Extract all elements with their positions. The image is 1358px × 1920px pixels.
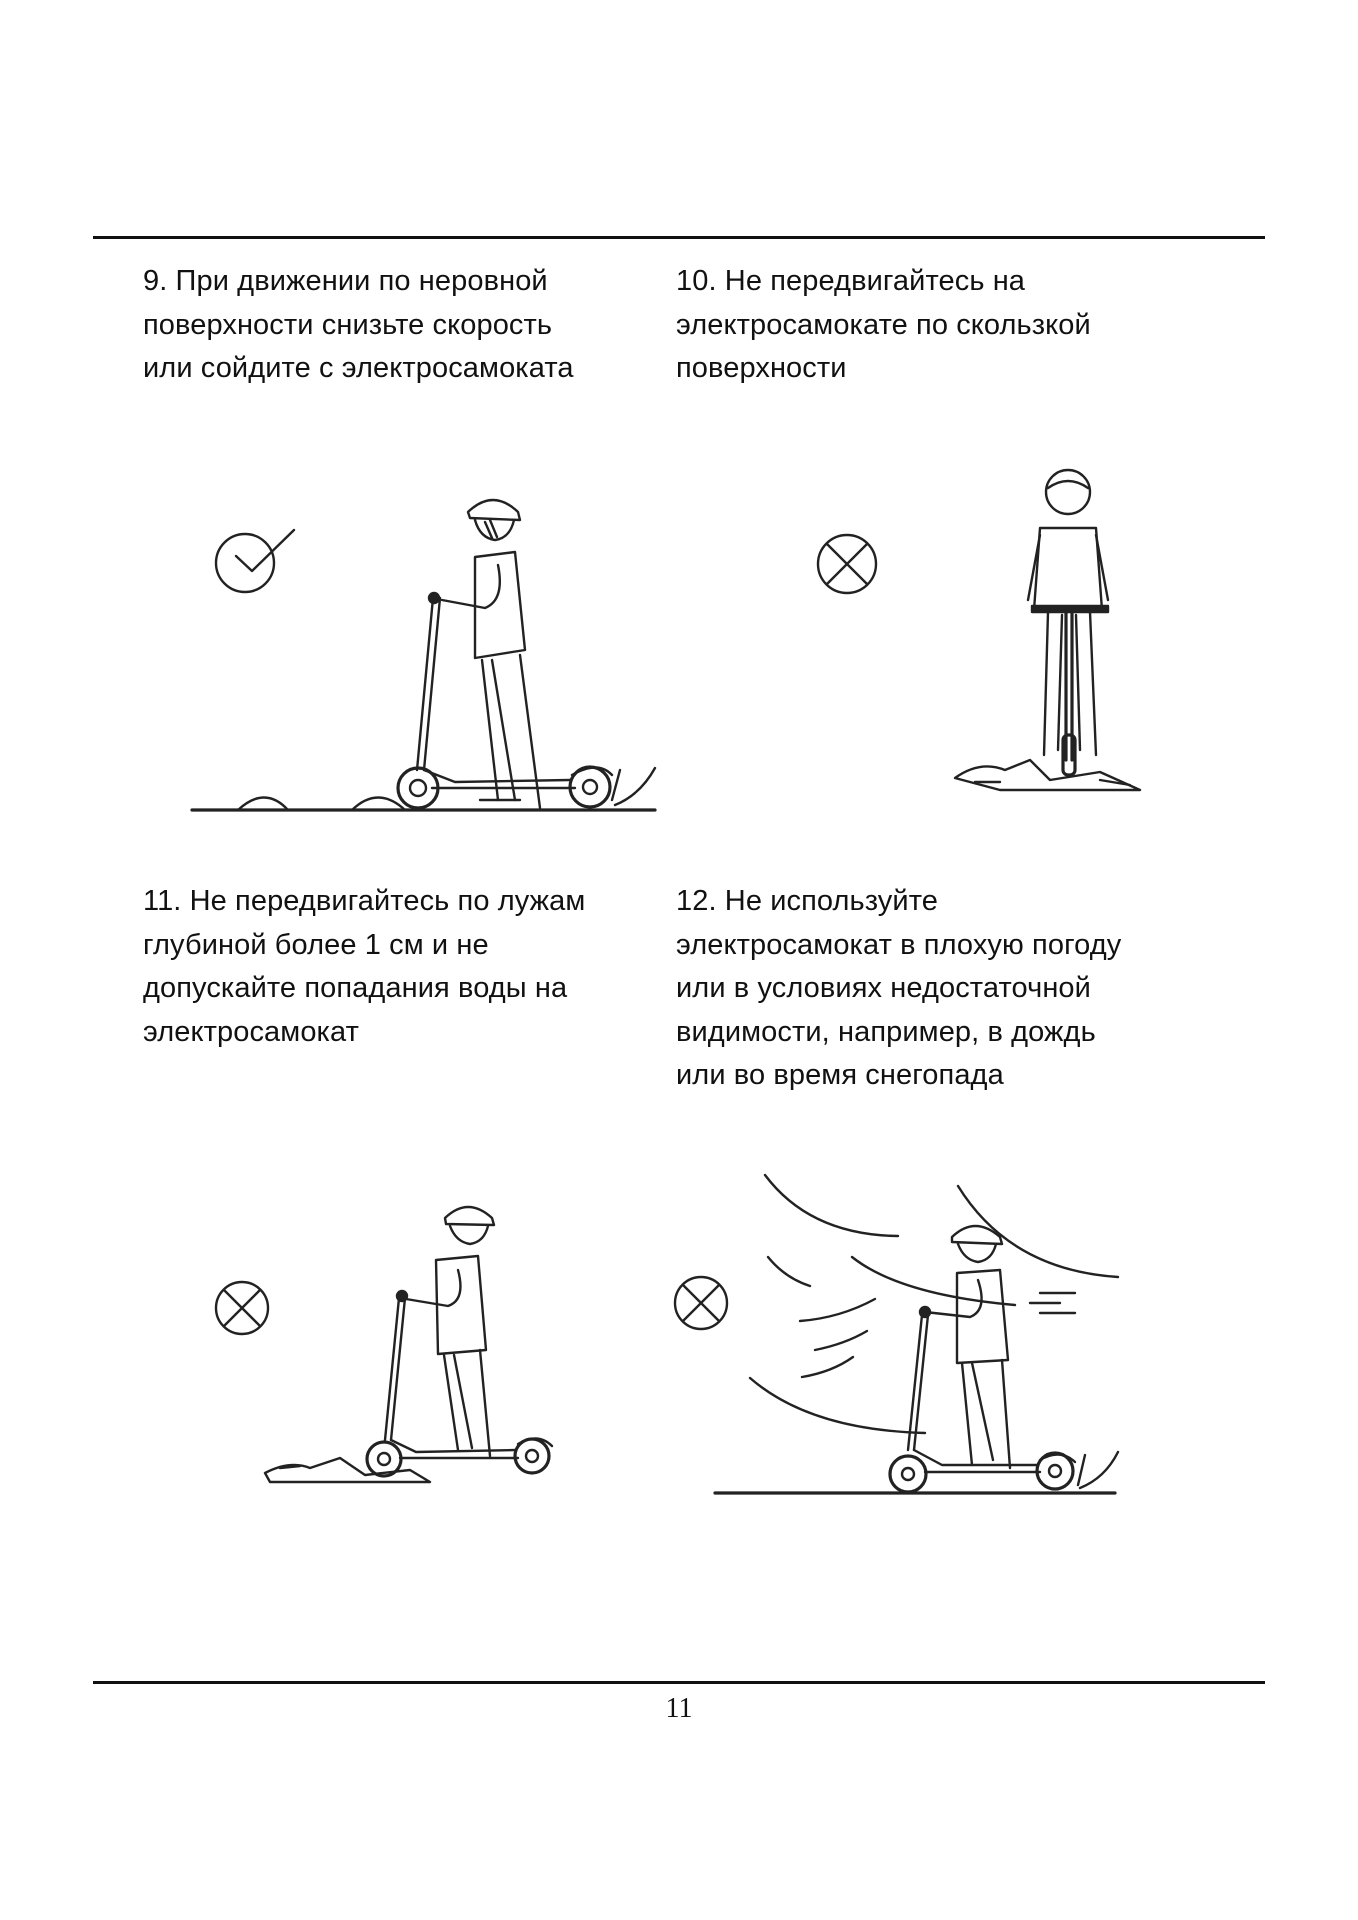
illustration-uneven-surface: [190, 498, 657, 812]
instruction-line: допускайте попадания воды на: [143, 972, 568, 1004]
instruction-11: 11. Не передвигайтесь по лужам глубиной …: [143, 880, 585, 1054]
cross-circle-icon: [816, 533, 878, 595]
instruction-line: поверхности: [676, 352, 847, 384]
instruction-line: или во время снегопада: [676, 1059, 1004, 1091]
cross-circle-icon: [214, 1280, 270, 1336]
illustration-bad-weather: [673, 1173, 1120, 1495]
instruction-10: 10. Не передвигайтесь на электросамокате…: [676, 260, 1091, 391]
illustration-puddle: [214, 1205, 554, 1484]
instruction-line: электросамокат: [143, 1015, 359, 1048]
instruction-line: 11. Не передвигайтесь по лужам: [143, 885, 586, 917]
instruction-9: 9. При движении по неровной поверхности …: [143, 260, 574, 391]
check-circle-icon: [214, 528, 296, 594]
instruction-line: 12. Не используйте: [676, 885, 938, 917]
instruction-line: электросамокате по скользкой: [676, 308, 1091, 341]
instruction-line: глубиной более 1 см и не: [143, 928, 489, 961]
top-rule: [93, 236, 1265, 239]
instruction-line: или в условиях недостаточной: [676, 972, 1091, 1004]
instruction-line: поверхности снизьте скорость: [143, 308, 553, 341]
instruction-12: 12. Не используйте электросамокат в плох…: [676, 880, 1121, 1098]
illustration-slippery-surface: [816, 468, 1142, 792]
instruction-line: или сойдите с электросамоката: [143, 352, 574, 384]
page-number: 11: [665, 1693, 693, 1724]
instruction-line: электросамокат в плохую погоду: [676, 928, 1122, 961]
instruction-line: 10. Не передвигайтесь на: [676, 265, 1026, 297]
instruction-line: видимости, например, в дождь: [676, 1015, 1096, 1048]
instruction-line: 9. При движении по неровной: [143, 265, 548, 297]
bottom-rule: [93, 1681, 1265, 1684]
cross-circle-icon: [673, 1275, 729, 1331]
